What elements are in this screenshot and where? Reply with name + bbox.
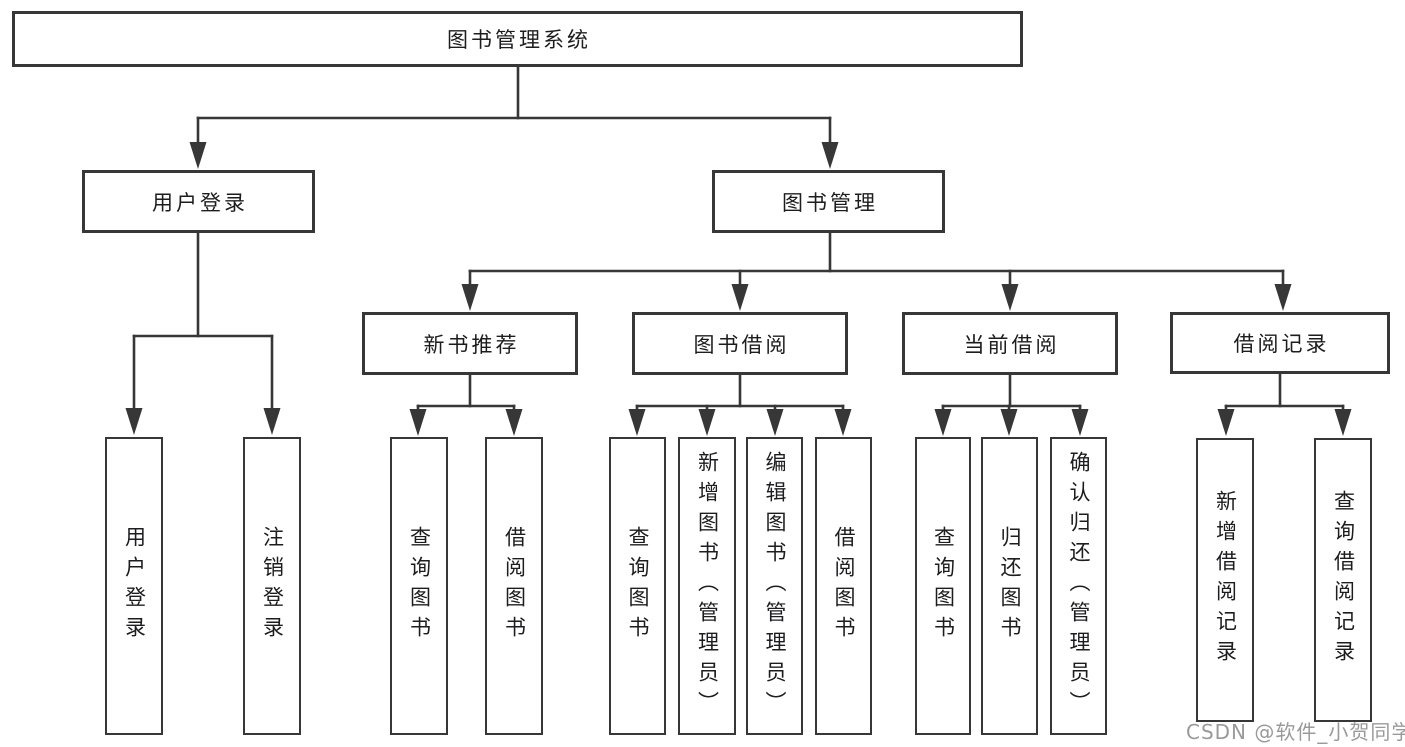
node-leaf-user-login: 用户登录	[105, 437, 163, 735]
node-label: 借阅图书	[832, 526, 856, 646]
node-leaf-query-books-current: 查询图书	[915, 437, 971, 735]
node-label: 查询图书	[626, 526, 650, 646]
node-library-management-system: 图书管理系统	[12, 11, 1023, 67]
node-book-borrowing: 图书借阅	[632, 312, 848, 375]
node-label: 借阅记录	[1233, 332, 1330, 356]
node-label: 确认归还（管理员）	[1067, 451, 1091, 721]
node-leaf-query-books-borrowing: 查询图书	[609, 437, 666, 735]
watermark-csdn: CSDN @软件_小贺同学	[1186, 720, 1405, 744]
node-label: 查询图书	[931, 526, 956, 646]
node-leaf-borrow-books: 借阅图书	[815, 437, 872, 735]
node-label: 新增图书（管理员）	[695, 451, 720, 721]
node-label: 当前借阅	[963, 332, 1060, 357]
node-label: 借阅图书	[502, 526, 527, 646]
node-new-book-recommendation: 新书推荐	[362, 312, 578, 375]
node-label: 注销登录	[260, 526, 285, 646]
node-label: 图书管理系统	[447, 28, 591, 52]
node-label: 新书推荐	[423, 332, 520, 357]
node-label: 查询借阅记录	[1331, 490, 1356, 670]
node-leaf-borrow-books-recommend: 借阅图书	[485, 437, 543, 735]
node-label: 查询图书	[407, 526, 432, 646]
node-leaf-return-books: 归还图书	[981, 437, 1038, 735]
node-label: 新增借阅记录	[1213, 490, 1238, 670]
node-leaf-query-books-recommend: 查询图书	[390, 437, 448, 735]
node-leaf-add-borrow-record: 新增借阅记录	[1196, 438, 1254, 722]
node-label: 用户登录	[152, 190, 248, 215]
node-leaf-add-books-admin: 新增图书（管理员）	[678, 437, 736, 735]
node-leaf-query-borrow-record: 查询借阅记录	[1314, 438, 1372, 722]
node-label: 用户登录	[122, 526, 147, 646]
node-current-borrowing: 当前借阅	[902, 312, 1118, 375]
node-leaf-edit-books-admin: 编辑图书（管理员）	[746, 437, 803, 735]
node-user-login: 用户登录	[82, 170, 315, 233]
node-label: 编辑图书（管理员）	[763, 451, 787, 721]
node-leaf-confirm-return-admin: 确认归还（管理员）	[1050, 437, 1107, 735]
node-book-management: 图书管理	[712, 170, 945, 233]
node-label: 图书借阅	[693, 332, 790, 357]
node-borrowing-records: 借阅记录	[1170, 312, 1390, 374]
node-leaf-logout: 注销登录	[243, 437, 301, 735]
node-label: 归还图书	[998, 526, 1022, 646]
node-label: 图书管理	[782, 190, 878, 215]
